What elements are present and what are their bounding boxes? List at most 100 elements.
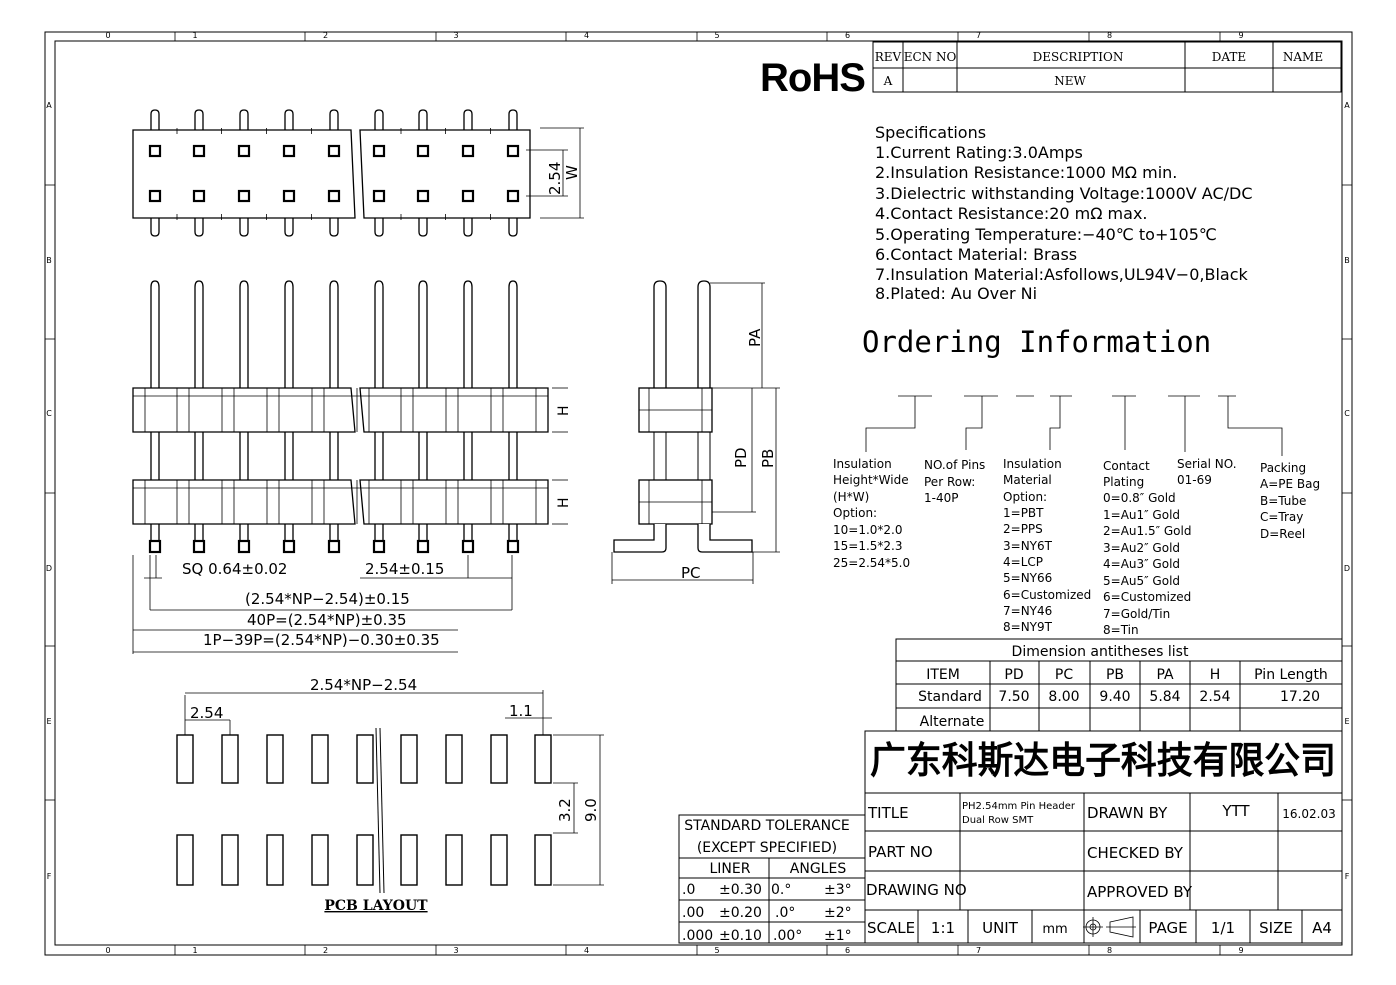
- frame-column-label: 6: [845, 946, 850, 955]
- pcb-pad: [400, 734, 418, 784]
- top-view-drawing: 2.54 W: [132, 109, 584, 237]
- front-pin-end: [282, 539, 296, 554]
- frame-column-label: 1: [192, 31, 197, 40]
- frame-row-label: C: [1344, 409, 1350, 418]
- dim-sq: SQ 0.64±0.02: [182, 560, 287, 578]
- dim-h-lower: H: [556, 497, 572, 508]
- top-pin-tip: [150, 216, 160, 237]
- pcb-layout-drawing: 2.54*NP−2.54 2.54 1.1 3.2 9.0 PCB LAYOUT: [176, 676, 604, 914]
- tolerance-cell: .00: [682, 905, 704, 921]
- tolerance-title-1: STANDARD TOLERANCE: [684, 818, 850, 834]
- spec-item: 5.Operating Temperature:−40℃ to+105℃: [875, 225, 1217, 244]
- frame-column-label: 6: [845, 31, 850, 40]
- top-pin-square: [282, 144, 296, 158]
- dim-header: PA: [1156, 667, 1174, 683]
- top-pin-square: [192, 144, 206, 158]
- top-pin-square: [461, 144, 475, 158]
- tolerance-cell: ±1°: [824, 928, 852, 944]
- top-pin-tip: [418, 109, 428, 130]
- pcb-pad: [445, 734, 463, 784]
- tolerance-cell: 0.°: [771, 882, 791, 898]
- ordering-option: B=Tube: [1260, 494, 1306, 508]
- pcb-dim-pitch: 2.54: [190, 704, 223, 722]
- ordering-option: 2=PPS: [1003, 522, 1043, 536]
- frame-column-label: 4: [584, 31, 589, 40]
- specifications-title: Specifications: [875, 123, 986, 142]
- pcb-pad: [221, 734, 239, 784]
- tolerance-cell: .00°: [773, 928, 802, 944]
- dim-w: W: [563, 165, 581, 180]
- top-pin-tip: [284, 109, 294, 130]
- ordering-option: D=Reel: [1260, 527, 1305, 541]
- top-pin-tip: [150, 109, 160, 130]
- title-value-line-1: PH2.54mm Pin Header: [962, 801, 1076, 812]
- ordering-option: 6=Customized: [1003, 588, 1091, 602]
- top-pin-square: [237, 189, 251, 203]
- ordering-option: 7=Gold/Tin: [1103, 607, 1170, 621]
- pcb-pad: [445, 834, 463, 886]
- pcb-dim-height: 9.0: [582, 798, 600, 822]
- pcb-break-line: [375, 727, 381, 894]
- ordering-option: 1=PBT: [1003, 506, 1044, 520]
- ordering-option: Packing: [1260, 461, 1306, 475]
- top-pin-square: [148, 189, 162, 203]
- company-name: 广东科斯达电子科技有限公司: [870, 739, 1336, 782]
- dim-h-upper: H: [556, 405, 572, 416]
- frame-column-label: 2: [323, 946, 328, 955]
- ordering-option: Height*Wide: [833, 473, 909, 487]
- top-pin-tip: [463, 109, 473, 130]
- tolerance-cell: .0: [682, 882, 695, 898]
- ordering-option: 10=1.0*2.0: [833, 523, 903, 537]
- rev-header-rev: REV: [875, 50, 902, 64]
- tolerance-cell: ±0.10: [719, 928, 762, 944]
- ordering-title: Ordering Information: [862, 325, 1211, 359]
- spec-item: 1.Current Rating:3.0Amps: [875, 143, 1083, 162]
- top-pin-square: [148, 144, 162, 158]
- pcb-dim-pad-width: 1.1: [509, 702, 533, 720]
- dim-cell: 5.84: [1149, 689, 1180, 705]
- pcb-pad: [266, 834, 284, 886]
- ordering-option: Insulation: [833, 457, 892, 471]
- top-pin-square: [192, 189, 206, 203]
- ordering-option: Option:: [833, 506, 877, 520]
- dim-cell: 7.50: [998, 689, 1029, 705]
- unit-value: mm: [1042, 922, 1067, 937]
- top-pin-square: [416, 144, 430, 158]
- ordering-option: NO.of Pins: [924, 458, 985, 472]
- title-label: TITLE: [867, 804, 909, 822]
- ordering-option: A=PE Bag: [1260, 477, 1320, 491]
- ordering-option: 01-69: [1177, 473, 1212, 487]
- top-pin-square: [506, 144, 520, 158]
- dim-pa: PA: [746, 328, 764, 347]
- frame-column-label: 3: [453, 31, 458, 40]
- spec-item: 6.Contact Material: Brass: [875, 245, 1077, 264]
- title-value-line-2: Dual Row SMT: [962, 815, 1034, 826]
- rev-header-date: DATE: [1212, 50, 1246, 64]
- top-pin-tip: [508, 109, 518, 130]
- top-pin-tip: [418, 216, 428, 237]
- dim-cell: 8.00: [1048, 689, 1079, 705]
- ordering-option: 3=Au2″ Gold: [1103, 541, 1180, 555]
- frame-row-label: A: [46, 101, 52, 110]
- pcb-pad: [490, 834, 508, 886]
- frame-row-label: E: [46, 717, 51, 726]
- drawn-date: 16.02.03: [1282, 807, 1335, 821]
- top-pin-tip: [463, 216, 473, 237]
- frame-column-label: 2: [323, 31, 328, 40]
- top-pin-square: [461, 189, 475, 203]
- rev-header-description: DESCRIPTION: [1033, 50, 1124, 64]
- approved-by-label: APPROVED BY: [1087, 883, 1193, 901]
- frame-column-label: 9: [1238, 31, 1243, 40]
- spec-item: 2.Insulation Resistance:1000 MΩ min.: [875, 163, 1177, 182]
- pcb-pad: [176, 734, 194, 784]
- frame-row-label: B: [1344, 256, 1350, 265]
- dim-cell: 17.20: [1280, 689, 1320, 705]
- dim-total-length: (2.54*NP−2.54)±0.15: [245, 590, 410, 608]
- scale-label: SCALE: [867, 919, 915, 937]
- frame-column-label: 0: [105, 31, 110, 40]
- dim-1p-39p: 1P−39P=(2.54*NP)−0.30±0.35: [203, 631, 440, 649]
- front-housing-left: [132, 479, 356, 525]
- top-pin-tip: [374, 109, 384, 130]
- top-pin-tip: [329, 216, 339, 237]
